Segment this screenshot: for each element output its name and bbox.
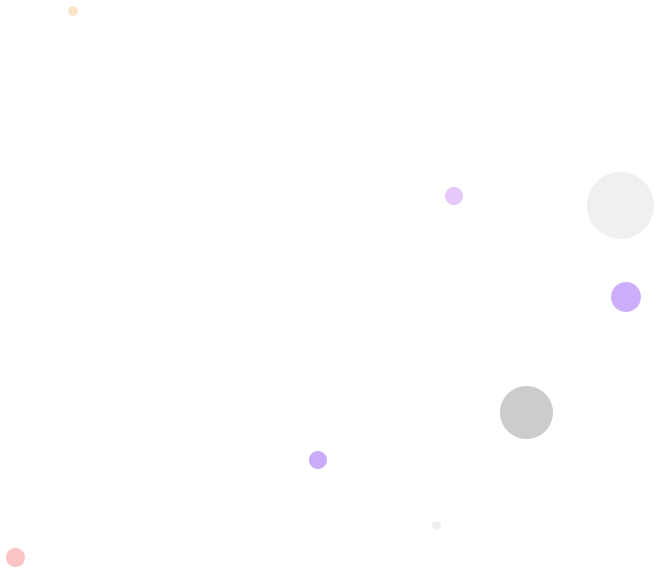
medium-grey-dot bbox=[500, 386, 553, 439]
purple-dot-right bbox=[611, 282, 641, 312]
tiny-grey-dot bbox=[432, 521, 441, 530]
lavender-dot bbox=[445, 187, 463, 205]
peach-dot bbox=[68, 6, 78, 16]
pink-dot bbox=[6, 548, 25, 567]
large-light-grey-dot bbox=[587, 172, 654, 239]
small-purple-dot bbox=[309, 451, 327, 469]
